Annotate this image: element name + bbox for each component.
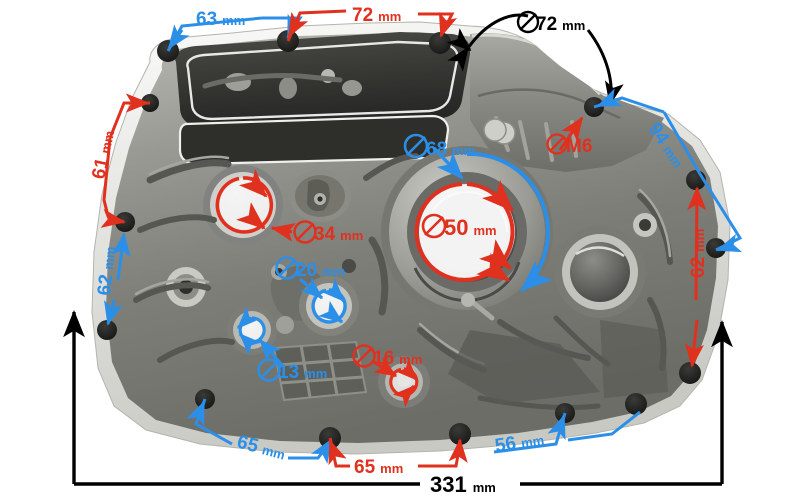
cam-boss-4 [342,80,362,96]
deck-hole [483,118,507,142]
dim-dia13-arrow-2 [238,332,262,356]
dim-M6-label: M6 [566,136,592,157]
diameter-symbol-icon [293,220,317,244]
dim-63-arrow-left [167,24,190,50]
dim-dia16-arrow-1 [395,358,419,382]
bolt-hole-r3 [679,362,701,384]
deck-shadow-line [477,88,621,120]
dim-61mm-red: 61mm [88,93,150,228]
dim-dia72-arrowhead-l [446,28,472,52]
lower-web-1 [448,330,600,404]
rib-waffle-panel [272,340,368,402]
output-bore-highlight [575,246,625,258]
diameter-symbol-icon [546,133,568,155]
dim-dia20-leader [298,277,324,300]
dim-56-leader-right [567,410,641,442]
right-dowel-hole [639,219,651,231]
lower-web-2 [600,320,668,398]
diameter-symbol-icon [516,10,540,34]
dim-62r-label: 62mm [688,229,709,278]
dim-62r-arrow-down [684,319,704,368]
dim-61-label: 61mm [88,128,119,181]
dim-dia16-arrow-2 [392,384,416,408]
dim-dia68-leader [432,146,464,180]
oil-jet-hole [342,259,356,273]
dim-94-arrow-top [596,88,623,108]
dim-62l-arrow-up [111,232,131,281]
dim-65r-arrow-right [448,438,468,463]
dim-dia20-arrow-2 [318,300,344,324]
dim-62l-label: 62mm [94,245,120,296]
dim-dia50-arrow-1 [482,180,514,212]
oil-pocket-hole [317,196,323,202]
cylinder-deck [470,33,664,173]
dim-dia50-arrow-3 [476,252,510,282]
diameter-symbol-icon [403,133,429,159]
dim-61-arrow-bottom [100,208,126,228]
dim-dia20-arrow-1 [321,278,346,303]
top-pocket-gasket-rim [186,40,459,121]
cam-boss-2 [279,77,297,99]
output-bore [570,242,630,302]
dim-dia13-leader [258,338,284,367]
dim-dia16-leader [373,357,398,378]
dim-94-arrow-bottom [716,233,743,253]
dim-72-arrow-left [287,11,309,38]
bolt-hole-br2 [625,393,647,415]
dim-M6-leader [558,116,584,151]
dim-dia68-arc [466,151,553,292]
dim-62mm-blue-left: 62mm [94,232,131,326]
dim-65r-arrow-left [328,439,347,466]
stud-head [461,293,475,307]
dim-72-arrow-right [438,11,458,38]
dim-dia34-arrow-2 [236,202,266,230]
cam-oil-gallery [202,73,343,89]
dim-62mm-red-right: 62mm [684,186,709,368]
dim-dia34-leader [270,223,296,242]
dim-62l-arrow-down [104,299,123,326]
diameter-symbol-icon [352,344,376,368]
diameter-symbol-icon [257,358,281,382]
dim-dia34-arrow-1 [239,169,268,198]
dim-62r-arrow-up [687,186,707,301]
dim-M6-red: M6 [546,116,592,157]
dim-dia13-arrow-1 [236,306,260,330]
diameter-symbol-icon [421,213,447,239]
dim-65b-arrow-left [186,400,206,427]
diameter-symbol-icon [275,256,299,280]
dim-56-arrow-left [547,414,566,441]
dim-dia72-arc-left [447,13,529,72]
locator-boss [276,316,294,334]
